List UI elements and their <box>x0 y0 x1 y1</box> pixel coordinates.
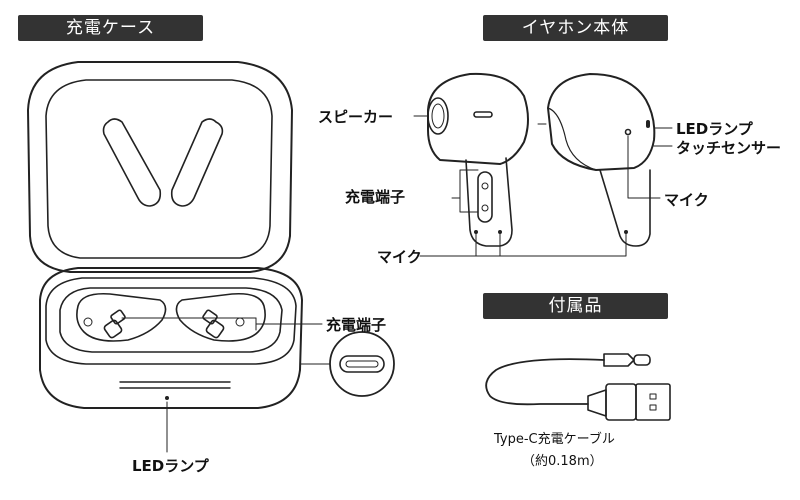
earbud-left-illustration <box>427 72 529 247</box>
earbud-led-lamp-label: LEDランプ <box>676 120 753 138</box>
case-led-lamp-label: LEDランプ <box>132 457 209 475</box>
case-charging-terminal-label: 充電端子 <box>326 316 387 334</box>
earbud-touch-sensor-label: タッチセンサー <box>676 139 782 157</box>
cable-length-label: （約0.18m） <box>522 454 603 469</box>
earbud-charging-terminal-label: 充電端子 <box>345 188 406 206</box>
case-section-header: 充電ケース <box>18 15 203 41</box>
earbud-mic-bottom-label: マイク <box>377 248 422 266</box>
earbud-right-illustration <box>547 73 656 247</box>
cable-name-label: Type-C充電ケーブル <box>494 432 615 447</box>
earbud-mic-side-label: マイク <box>664 191 709 209</box>
accessories-section-header: 付属品 <box>483 293 668 319</box>
earbuds-section-header: イヤホン本体 <box>483 15 668 41</box>
earbud-speaker-label: スピーカー <box>318 108 394 126</box>
usb-cable-illustration <box>485 353 671 421</box>
charging-case-illustration <box>27 61 395 453</box>
